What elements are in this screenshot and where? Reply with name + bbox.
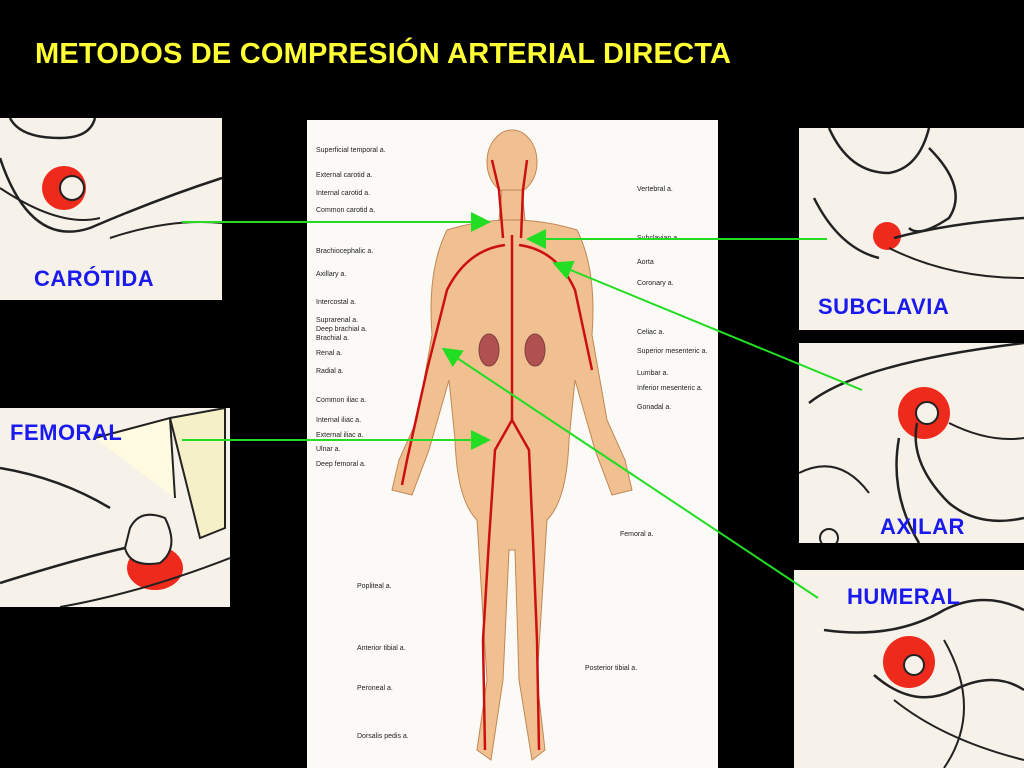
anatomy-label: Suprarenal a. <box>316 317 359 324</box>
anatomy-label: Posterior tibial a. <box>585 665 638 672</box>
anatomy-label: Deep femoral a. <box>316 461 366 468</box>
anatomy-label: Superior mesenteric a. <box>637 348 708 355</box>
anatomy-label: Internal iliac a. <box>316 417 362 424</box>
anatomy-label: Peroneal a. <box>357 685 393 692</box>
anatomy-label: Femoral a. <box>620 531 654 538</box>
anatomy-label: Radial a. <box>316 368 344 375</box>
subclavian-illustration <box>812 128 1024 279</box>
label-carotida: CARÓTIDA <box>34 266 155 291</box>
anatomy-label: Popliteal a. <box>357 583 392 590</box>
anatomy-label: Renal a. <box>316 350 343 357</box>
label-axilar: AXILAR <box>880 514 965 539</box>
anatomy-label: Common iliac a. <box>316 397 367 404</box>
slide-title: METODOS DE COMPRESIÓN ARTERIAL DIRECTA <box>35 38 732 70</box>
axillary-illustration <box>799 343 1024 543</box>
label-femoral: FEMORAL <box>10 420 123 445</box>
anatomy-label: Subclavian a. <box>637 235 680 242</box>
anatomy-label: External iliac a. <box>316 432 364 439</box>
anatomy-label: Superficial temporal a. <box>316 147 386 154</box>
carotid-illustration <box>0 118 222 239</box>
brachial-compression-panel <box>794 570 1024 768</box>
brachial-illustration <box>823 598 1024 768</box>
anatomy-label: Aorta <box>637 259 654 266</box>
anatomy-label: Coronary a. <box>637 280 674 287</box>
anatomy-label: External carotid a. <box>316 172 373 179</box>
anatomy-label: Axillary a. <box>316 271 347 278</box>
anatomy-label: Brachial a. <box>316 335 350 342</box>
anatomy-label: Vertebral a. <box>637 186 673 193</box>
anatomy-label: Ulnar a. <box>316 446 341 453</box>
carotid-compression-panel <box>0 118 222 300</box>
anatomy-label: Dorsalis pedis a. <box>357 733 409 740</box>
anatomy-label: Brachiocephalic a. <box>316 248 374 255</box>
label-humeral: HUMERAL <box>847 584 961 609</box>
human-body-illustration <box>391 129 633 761</box>
arterial-system-figure <box>307 120 718 768</box>
anatomy-label: Common carotid a. <box>316 207 376 214</box>
femoral-compression-panel <box>0 408 230 607</box>
anatomy-label: Internal carotid a. <box>316 190 371 197</box>
anatomy-label: Celiac a. <box>637 329 665 336</box>
anatomy-label: Anterior tibial a. <box>357 645 406 652</box>
anatomy-label: Lumbar a. <box>637 370 669 377</box>
anatomy-label: Deep brachial a. <box>316 326 367 333</box>
axillary-compression-panel <box>799 343 1024 543</box>
anatomy-label: Gonadal a. <box>637 404 672 411</box>
anatomy-label: Inferior mesenteric a. <box>637 385 703 392</box>
anatomy-label: Intercostal a. <box>316 299 357 306</box>
label-subclavia: SUBCLAVIA <box>818 294 950 319</box>
